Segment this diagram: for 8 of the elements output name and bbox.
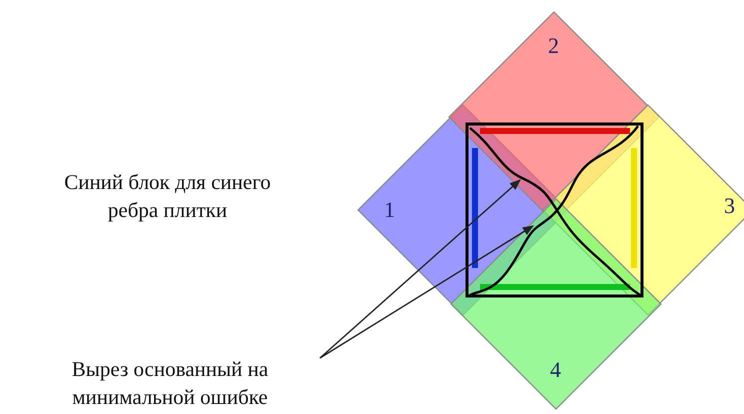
annotation-text: Синий блок для синего ребра плитки xyxy=(64,170,271,222)
leader-arrow xyxy=(320,225,534,359)
tile-number: 3 xyxy=(724,195,735,217)
tile-number: 4 xyxy=(550,359,561,381)
callout-text: Вырез основанный на минимальной ошибке xyxy=(72,357,268,410)
leader-arrow xyxy=(320,179,521,359)
tile-number: 2 xyxy=(548,35,559,57)
tile-number: 1 xyxy=(384,199,395,221)
